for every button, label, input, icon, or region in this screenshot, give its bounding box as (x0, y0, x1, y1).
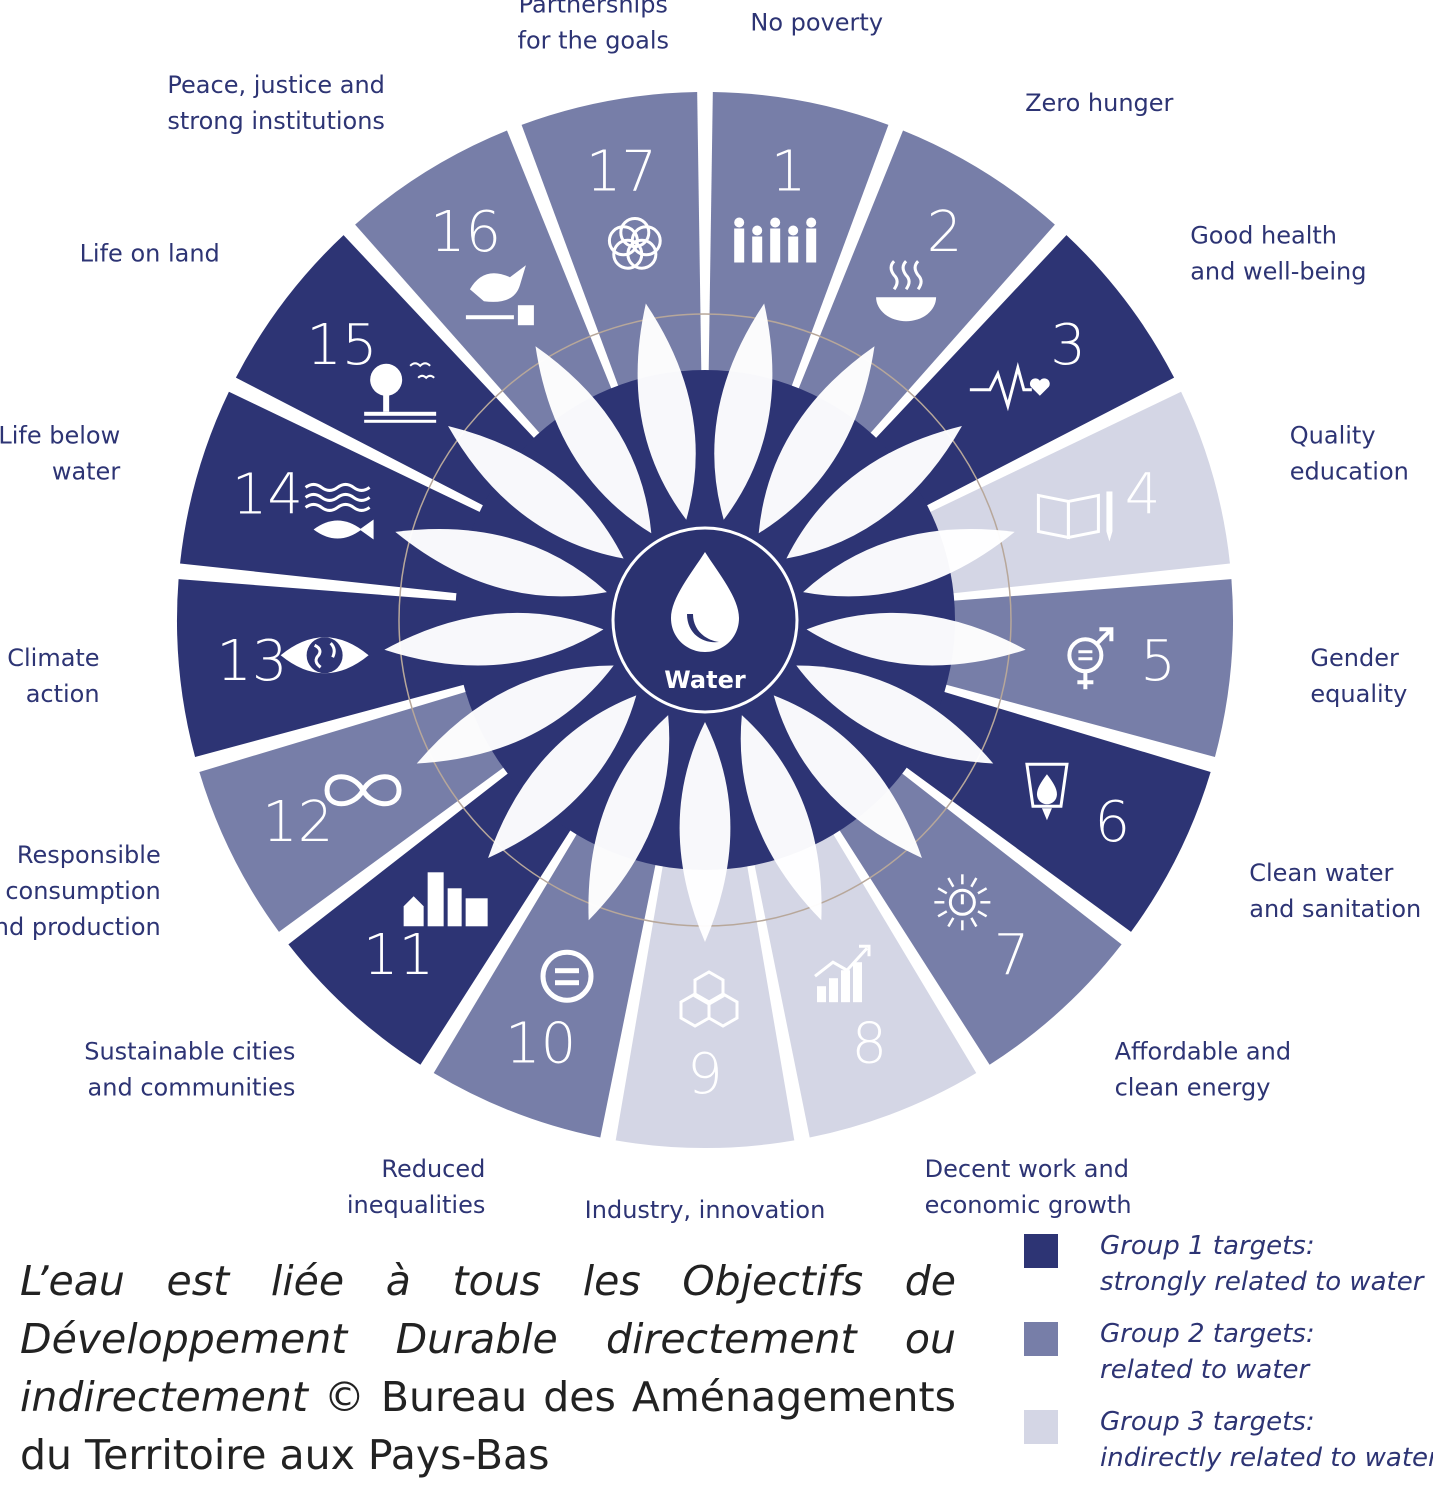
legend-item-group-2: Group 2 targets: related to water (1024, 1316, 1424, 1404)
goal-label-12: Responsibleconsumptionand production (0, 841, 161, 941)
book-pencil-icon (1036, 491, 1113, 542)
petal-9 (679, 722, 731, 942)
water-glass-icon (1025, 762, 1069, 821)
globe-eye-icon (280, 637, 369, 674)
sun-power-icon (934, 874, 991, 931)
legend-title: Group 1 targets: (1100, 1231, 1315, 1261)
goal-number-12: 12 (262, 790, 333, 855)
figure-caption: L’eau est liée à tous les Objectifs de D… (20, 1252, 956, 1484)
equal-sign-icon (540, 949, 594, 1003)
fish-waves-icon (304, 482, 374, 540)
goal-number-4: 4 (1125, 462, 1161, 527)
goal-number-2: 2 (927, 200, 963, 265)
legend-description: indirectly related to water (1100, 1443, 1433, 1473)
petal-6 (796, 665, 994, 764)
legend-description: strongly related to water (1100, 1267, 1424, 1297)
petal-14 (395, 528, 607, 597)
legend: Group 1 targets: strongly related to wat… (1024, 1228, 1433, 1492)
petal-8 (740, 715, 822, 921)
heartbeat-icon (969, 361, 1050, 412)
petal-11 (488, 695, 637, 858)
petal-16 (535, 346, 652, 534)
legend-swatch-group-1 (1024, 1234, 1058, 1268)
petal-13 (384, 612, 604, 666)
goal-label-9: Industry, innovationand infrastructure (585, 1196, 826, 1230)
legend-title: Group 2 targets: (1100, 1319, 1315, 1349)
goal-number-15: 15 (306, 313, 377, 378)
goal-number-8: 8 (852, 1011, 888, 1076)
goal-number-5: 5 (1140, 629, 1176, 694)
goal-label-15: Life on land (80, 240, 220, 268)
legend-swatch-group-2 (1024, 1322, 1058, 1356)
legend-title: Group 3 targets: (1100, 1407, 1315, 1437)
goal-number-17: 17 (586, 140, 657, 205)
goal-number-3: 3 (1050, 313, 1086, 378)
water-petals (384, 303, 1026, 942)
goal-number-1: 1 (771, 140, 807, 205)
water-hub: Water (611, 526, 799, 714)
family-icon (734, 217, 817, 263)
interlocking-rings-icon (607, 217, 662, 270)
water-drop-icon (671, 552, 739, 652)
petal-5 (806, 612, 1026, 666)
center-label: Water (664, 666, 746, 694)
goal-number-11: 11 (363, 923, 434, 988)
petal-3 (786, 425, 962, 559)
goal-number-13: 13 (216, 629, 287, 694)
goal-label-2: Zero hunger (1025, 89, 1173, 117)
goal-number-14: 14 (232, 462, 303, 527)
tree-birds-icon (364, 362, 437, 423)
dove-gavel-icon (465, 265, 534, 326)
cubes-icon (679, 970, 739, 1028)
petal-1 (714, 303, 773, 520)
gender-equality-icon (1067, 627, 1114, 690)
petal-10 (588, 715, 670, 921)
goal-number-9: 9 (687, 1042, 723, 1107)
goal-segment-9 (615, 738, 795, 1149)
infinity-loop-icon (324, 774, 402, 807)
petal-4 (803, 528, 1015, 597)
legend-description: related to water (1100, 1355, 1310, 1385)
goal-number-7: 7 (994, 923, 1030, 988)
petal-15 (448, 425, 624, 559)
petal-7 (773, 695, 922, 858)
legend-item-group-1: Group 1 targets: strongly related to wat… (1024, 1228, 1424, 1316)
goal-number-10: 10 (505, 1011, 576, 1076)
steaming-bowl-icon (876, 260, 937, 322)
caption-italic: L’eau est liée à tous les Objectifs de D… (20, 1257, 956, 1421)
petal-17 (637, 303, 696, 520)
petal-12 (416, 665, 614, 764)
goal-icons (280, 217, 1114, 1028)
caption-credit: © Bureau des Aménagements du Territoire … (20, 1373, 956, 1479)
goal-number-6: 6 (1094, 790, 1130, 855)
growth-chart-icon (814, 944, 871, 1003)
city-buildings-icon (403, 872, 488, 927)
legend-swatch-group-3 (1024, 1410, 1058, 1444)
petal-2 (758, 346, 875, 534)
goal-label-1: No poverty (750, 8, 883, 36)
legend-item-group-3: Group 3 targets: indirectly related to w… (1024, 1404, 1433, 1492)
goal-number-16: 16 (430, 200, 501, 265)
